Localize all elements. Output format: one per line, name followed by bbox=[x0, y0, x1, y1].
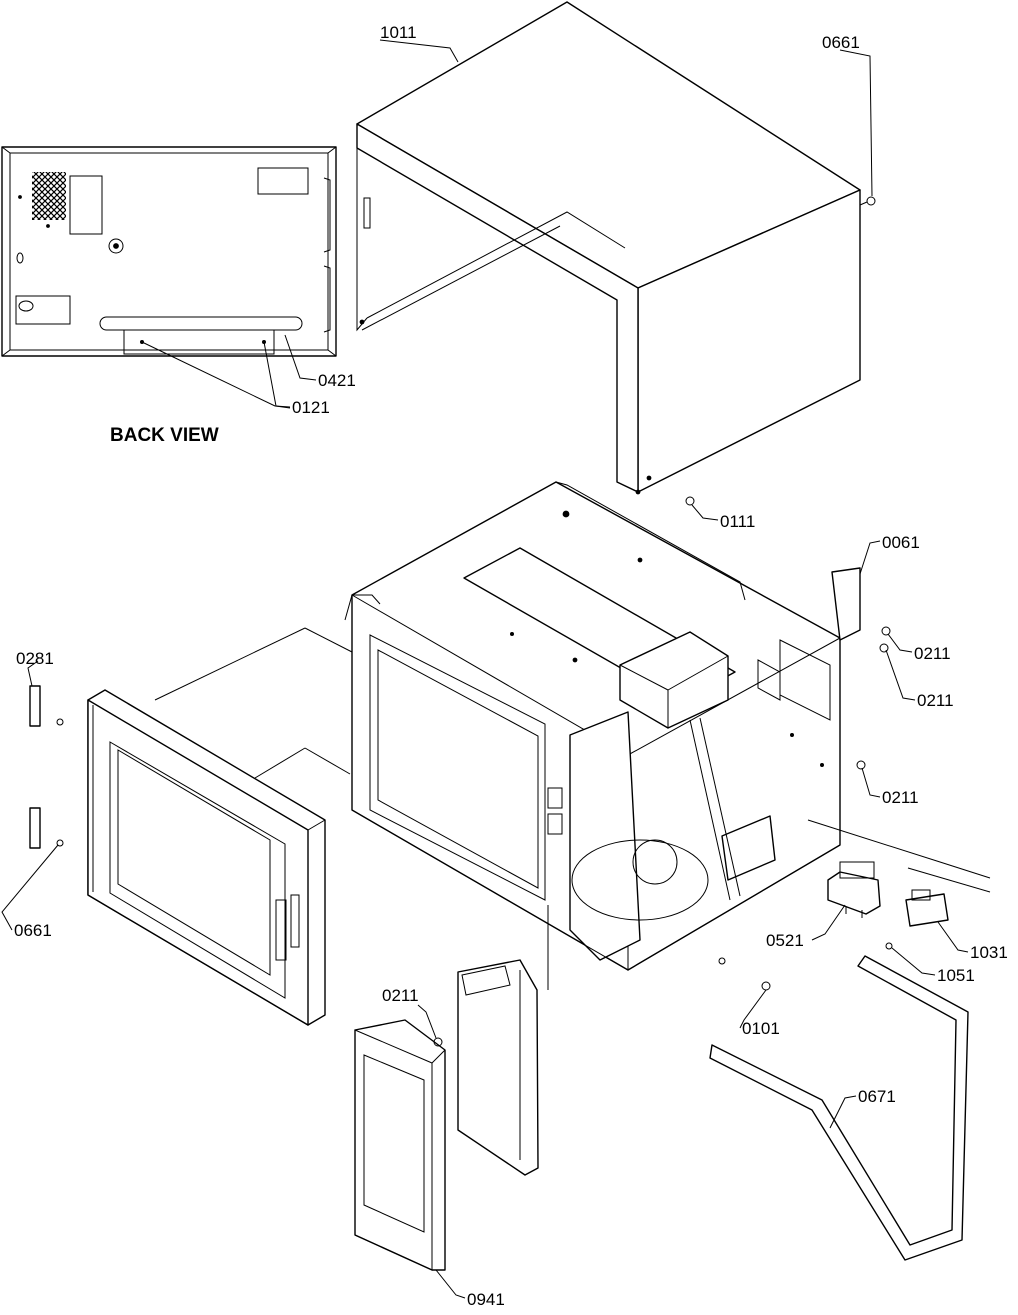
callout-0121: 0121 bbox=[292, 398, 330, 417]
cavity-chassis bbox=[344, 481, 861, 971]
screw-0101-b bbox=[761, 981, 771, 991]
callout-0521: 0521 bbox=[766, 931, 804, 950]
back-view-title: BACK VIEW bbox=[110, 425, 219, 446]
control-bracket bbox=[457, 959, 539, 1176]
screw-0111 bbox=[646, 475, 695, 506]
screw-1051 bbox=[885, 942, 893, 950]
control-panel-0941 bbox=[354, 1019, 446, 1271]
callout-0281: 0281 bbox=[16, 649, 54, 668]
callout-0941: 0941 bbox=[467, 1290, 505, 1309]
callout-0421: 0421 bbox=[318, 371, 356, 390]
callout-0211-c: 0211 bbox=[882, 788, 919, 807]
door-assembly bbox=[87, 689, 326, 1026]
outer-case-cover bbox=[356, 1, 861, 495]
callout-0101: 0101 bbox=[742, 1019, 780, 1038]
back-view-panel bbox=[1, 146, 337, 357]
latch-0661-left bbox=[29, 807, 64, 849]
callout-0211-b: 0211 bbox=[917, 691, 954, 710]
callout-0211-d: 0211 bbox=[382, 986, 419, 1005]
screw-0101-a bbox=[718, 957, 726, 965]
callout-0211-a: 0211 bbox=[914, 644, 951, 663]
leader-lines bbox=[1, 39, 969, 1299]
callout-1051: 1051 bbox=[937, 966, 975, 985]
screw-0661-top bbox=[859, 196, 876, 206]
callout-0671: 0671 bbox=[858, 1087, 896, 1106]
screws-0211-right bbox=[856, 626, 891, 770]
callout-0661-top: 0661 bbox=[822, 33, 860, 52]
vent-grille bbox=[32, 172, 66, 220]
callout-1031: 1031 bbox=[970, 943, 1008, 962]
callout-1011: 1011 bbox=[380, 23, 417, 42]
screw-0211-bottom bbox=[433, 1037, 443, 1047]
relay-0521 bbox=[827, 861, 881, 918]
switch-1031 bbox=[905, 889, 949, 927]
callout-0111: 0111 bbox=[720, 512, 755, 531]
latch-0281 bbox=[29, 685, 64, 727]
callout-0061: 0061 bbox=[882, 533, 920, 552]
choke-gasket-0671 bbox=[709, 955, 969, 1261]
callout-0661-left: 0661 bbox=[14, 921, 52, 940]
